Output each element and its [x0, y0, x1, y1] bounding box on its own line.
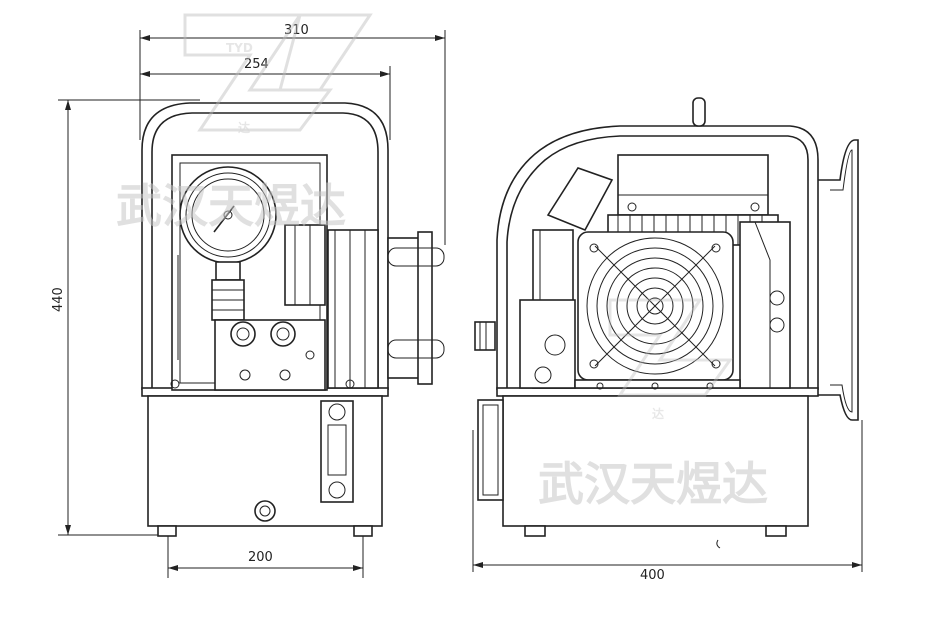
side-foot-right — [765, 525, 787, 537]
front-foot-right — [353, 525, 373, 537]
watermark-logo-small-front: 达 — [238, 120, 250, 135]
watermark-logo-small-side: 达 — [652, 406, 664, 421]
side-rear-handle — [818, 139, 859, 421]
side-handle-frame — [496, 125, 819, 390]
side-oil-tank — [502, 395, 809, 527]
side-view — [474, 97, 859, 549]
front-view — [141, 102, 445, 537]
dim-label-440: 440 — [51, 287, 66, 312]
side-motor-top — [617, 154, 769, 216]
front-foot-left — [157, 525, 177, 537]
dim-label-200: 200 — [248, 550, 273, 565]
fan-icon — [586, 237, 724, 375]
dimension-310: 310 — [139, 23, 446, 245]
dimension-400: 400 — [472, 420, 863, 583]
watermark-logo: TYD 达 — [183, 13, 373, 135]
watermark-logo-letters: TYD — [226, 41, 253, 55]
side-top-knob — [692, 97, 706, 127]
watermark-text-side: 武汉天煜达 — [538, 457, 768, 511]
watermark-logo-side: 达 — [608, 298, 733, 421]
side-cover-plate — [477, 399, 504, 501]
dimension-440: 440 — [51, 99, 200, 536]
dim-label-254: 254 — [244, 57, 269, 72]
dimension-200: 200 — [167, 530, 364, 578]
valve-block-front — [214, 319, 326, 391]
dim-label-400: 400 — [640, 568, 665, 583]
oil-level-gauge — [320, 400, 354, 503]
watermark-text-front: 武汉天煜达 — [116, 179, 346, 233]
front-handle-frame — [141, 102, 389, 390]
dim-label-310: 310 — [284, 23, 309, 38]
drain-plug — [254, 500, 276, 522]
dimension-254: 254 — [140, 57, 391, 140]
side-foot-left — [524, 525, 546, 537]
